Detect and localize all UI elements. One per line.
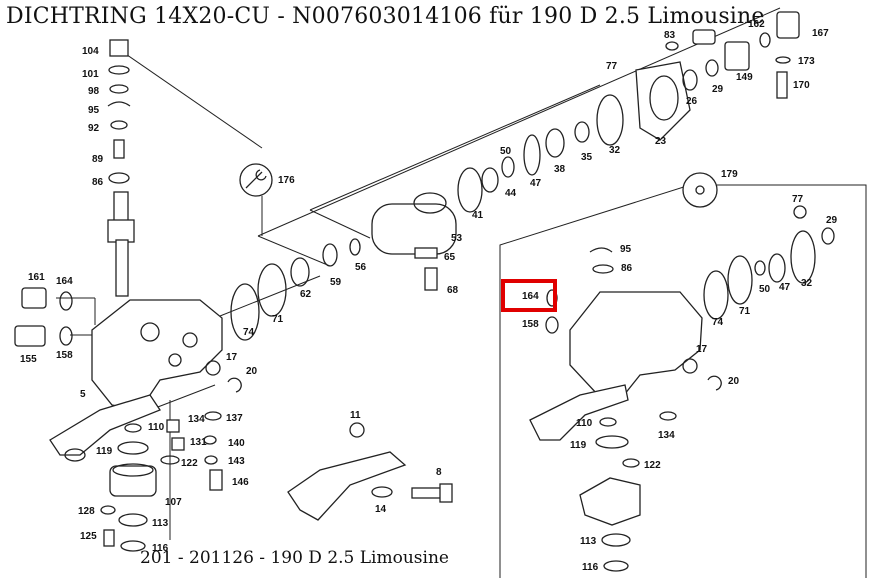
label-53: 53 <box>451 233 463 244</box>
label-149: 149 <box>736 72 753 83</box>
label-134: 134 <box>188 414 205 425</box>
steering-box-housing <box>49 299 223 462</box>
inset-frame <box>499 184 867 578</box>
label-50: 50 <box>500 146 512 157</box>
label-83: 83 <box>664 30 676 41</box>
center-ring-chain <box>230 11 800 341</box>
label-146: 146 <box>232 477 249 488</box>
label-44: 44 <box>505 188 517 199</box>
label-14: 14 <box>375 504 387 515</box>
label-170: 170 <box>793 80 810 91</box>
label-143: 143 <box>228 456 245 467</box>
label-38: 38 <box>554 164 566 175</box>
page-title: DICHTRING 14X20-CU - N007603014106 für 1… <box>6 4 765 29</box>
label-86: 86 <box>92 177 104 188</box>
label-20-inset: 20 <box>728 376 740 387</box>
label-29-inset: 29 <box>826 215 838 226</box>
label-32-inset: 32 <box>801 278 813 289</box>
label-158: 158 <box>56 350 73 361</box>
label-41: 41 <box>472 210 484 221</box>
label-119-inset: 119 <box>570 440 587 451</box>
label-162: 162 <box>748 19 765 30</box>
label-161: 161 <box>28 272 45 283</box>
label-104: 104 <box>82 46 99 57</box>
label-92: 92 <box>88 123 100 134</box>
label-11: 11 <box>350 410 361 421</box>
label-59: 59 <box>330 277 342 288</box>
label-122: 122 <box>181 458 198 469</box>
label-110-inset: 110 <box>576 418 593 429</box>
label-155: 155 <box>20 354 37 365</box>
label-23: 23 <box>655 136 667 147</box>
label-47: 47 <box>530 178 542 189</box>
label-101: 101 <box>82 69 99 80</box>
label-116-inset: 116 <box>582 562 599 573</box>
inset-parts <box>529 172 835 572</box>
label-32: 32 <box>609 145 621 156</box>
vehicle-caption: 201 - 201126 - 190 D 2.5 Limousine <box>140 548 449 568</box>
label-176: 176 <box>278 175 295 186</box>
label-77-inset: 77 <box>792 194 804 205</box>
highlight-box <box>501 279 557 312</box>
label-17: 17 <box>226 352 238 363</box>
label-119: 119 <box>96 446 113 457</box>
label-17-inset: 17 <box>696 344 708 355</box>
label-77: 77 <box>606 61 618 72</box>
label-134-inset: 134 <box>658 430 675 441</box>
label-89: 89 <box>92 154 104 165</box>
label-164-inset-highlighted: 164 <box>522 291 539 302</box>
label-56: 56 <box>355 262 367 273</box>
tool-symbol-icon <box>239 163 273 197</box>
label-113: 113 <box>152 518 169 529</box>
label-137: 137 <box>226 413 243 424</box>
label-110: 110 <box>148 422 165 433</box>
label-179: 179 <box>721 169 738 180</box>
label-122-inset: 122 <box>644 460 661 471</box>
label-74-inset: 74 <box>712 317 724 328</box>
label-65: 65 <box>444 252 456 263</box>
label-107: 107 <box>165 497 182 508</box>
label-5: 5 <box>80 389 86 400</box>
label-20: 20 <box>246 366 258 377</box>
label-128: 128 <box>78 506 95 517</box>
pitman-arm-parts <box>287 422 453 521</box>
label-95: 95 <box>88 105 100 116</box>
explosion-lines <box>56 7 781 540</box>
label-131: 131 <box>190 437 207 448</box>
part-labels: 104 101 98 95 92 89 86 161 164 155 158 5… <box>20 19 838 573</box>
label-167: 167 <box>812 28 829 39</box>
label-158-inset: 158 <box>522 319 539 330</box>
label-74: 74 <box>243 327 255 338</box>
label-50-inset: 50 <box>759 284 771 295</box>
label-71-inset: 71 <box>739 306 751 317</box>
label-29: 29 <box>712 84 724 95</box>
label-71: 71 <box>272 314 284 325</box>
label-125: 125 <box>80 531 97 542</box>
label-47-inset: 47 <box>779 282 791 293</box>
label-8: 8 <box>436 467 442 478</box>
label-62: 62 <box>300 289 312 300</box>
label-35: 35 <box>581 152 593 163</box>
label-173: 173 <box>798 56 815 67</box>
label-98: 98 <box>88 86 100 97</box>
label-140: 140 <box>228 438 245 449</box>
label-95-inset: 95 <box>620 244 632 255</box>
lower-left-parts <box>100 360 242 552</box>
label-68: 68 <box>447 285 459 296</box>
label-86-inset: 86 <box>621 263 633 274</box>
label-116: 116 <box>152 543 169 554</box>
label-26: 26 <box>686 96 698 107</box>
left-stack-parts <box>14 39 135 347</box>
label-164: 164 <box>56 276 73 287</box>
label-113-inset: 113 <box>580 536 597 547</box>
